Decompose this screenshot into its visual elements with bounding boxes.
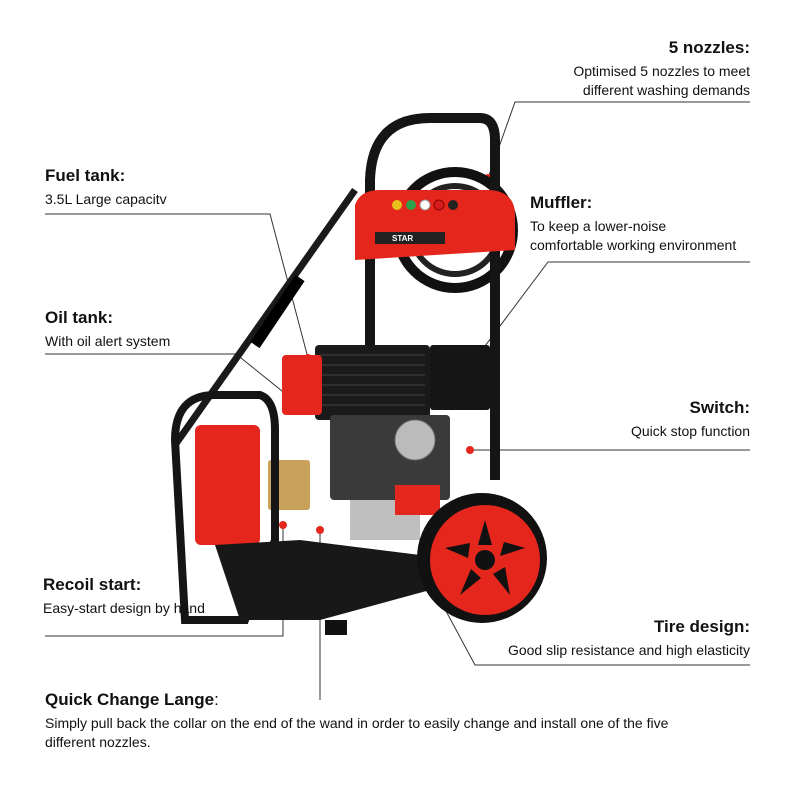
desc-line: To keep a lower-noise xyxy=(530,218,667,234)
callout-tire-design: Tire design: Good slip resistance and hi… xyxy=(450,617,750,660)
callout-title: Recoil start: xyxy=(43,575,142,594)
callout-title: Tire design: xyxy=(653,617,750,636)
callout-description: Optimised 5 nozzles to meet different wa… xyxy=(490,62,750,100)
nozzle-set xyxy=(392,199,458,211)
callout-oil-tank: Oil tank: With oil alert system xyxy=(45,308,285,351)
desc-line: different washing demands xyxy=(582,82,750,98)
callout-switch: Switch: Quick stop function xyxy=(530,398,750,441)
title-colon: : xyxy=(214,690,219,709)
callout-description: To keep a lower-noise comfortable workin… xyxy=(530,217,760,255)
callout-quick-change: Quick Change Lange: Simply pull back the… xyxy=(45,690,765,752)
callout-title: Quick Change Lange: xyxy=(45,690,765,710)
callout-muffler: Muffler: To keep a lower-noise comfortab… xyxy=(530,193,760,255)
callout-description: Quick stop function xyxy=(630,423,750,439)
callout-title: 5 nozzles: xyxy=(668,38,750,57)
callout-title: Switch: xyxy=(689,398,750,417)
desc-line: comfortable working environment xyxy=(530,237,737,253)
callout-recoil-start: Recoil start: Easy-start design by hand xyxy=(43,575,283,618)
callout-description: Easy-start design by hand xyxy=(43,600,205,616)
desc-line: Optimised 5 nozzles to meet xyxy=(573,63,750,79)
pressure-washer-image: STAR xyxy=(170,113,547,635)
leader-line-muffler xyxy=(457,261,750,383)
callout-description: Good slip resistance and high elasticity xyxy=(507,642,750,658)
callout-description: With oil alert system xyxy=(45,333,171,349)
callout-title: Muffler: xyxy=(530,193,593,212)
callout-description: Simply pull back the collar on the end o… xyxy=(45,714,765,752)
callout-nozzles: 5 nozzles: Optimised 5 nozzles to meet d… xyxy=(490,38,750,100)
brand-plate: STAR xyxy=(392,234,413,243)
desc-line: Simply pull back the collar on the end o… xyxy=(45,715,669,731)
callout-title: Fuel tank: xyxy=(45,166,126,185)
callout-fuel-tank: Fuel tank: 3.5L Large capacitv xyxy=(45,166,285,209)
callout-title: Oil tank: xyxy=(45,308,114,327)
leader-line-fuel-tank xyxy=(45,213,309,359)
callout-description: 3.5L Large capacitv xyxy=(45,191,167,207)
title-text: Quick Change Lange xyxy=(45,690,215,709)
desc-line: different nozzles. xyxy=(45,734,151,750)
